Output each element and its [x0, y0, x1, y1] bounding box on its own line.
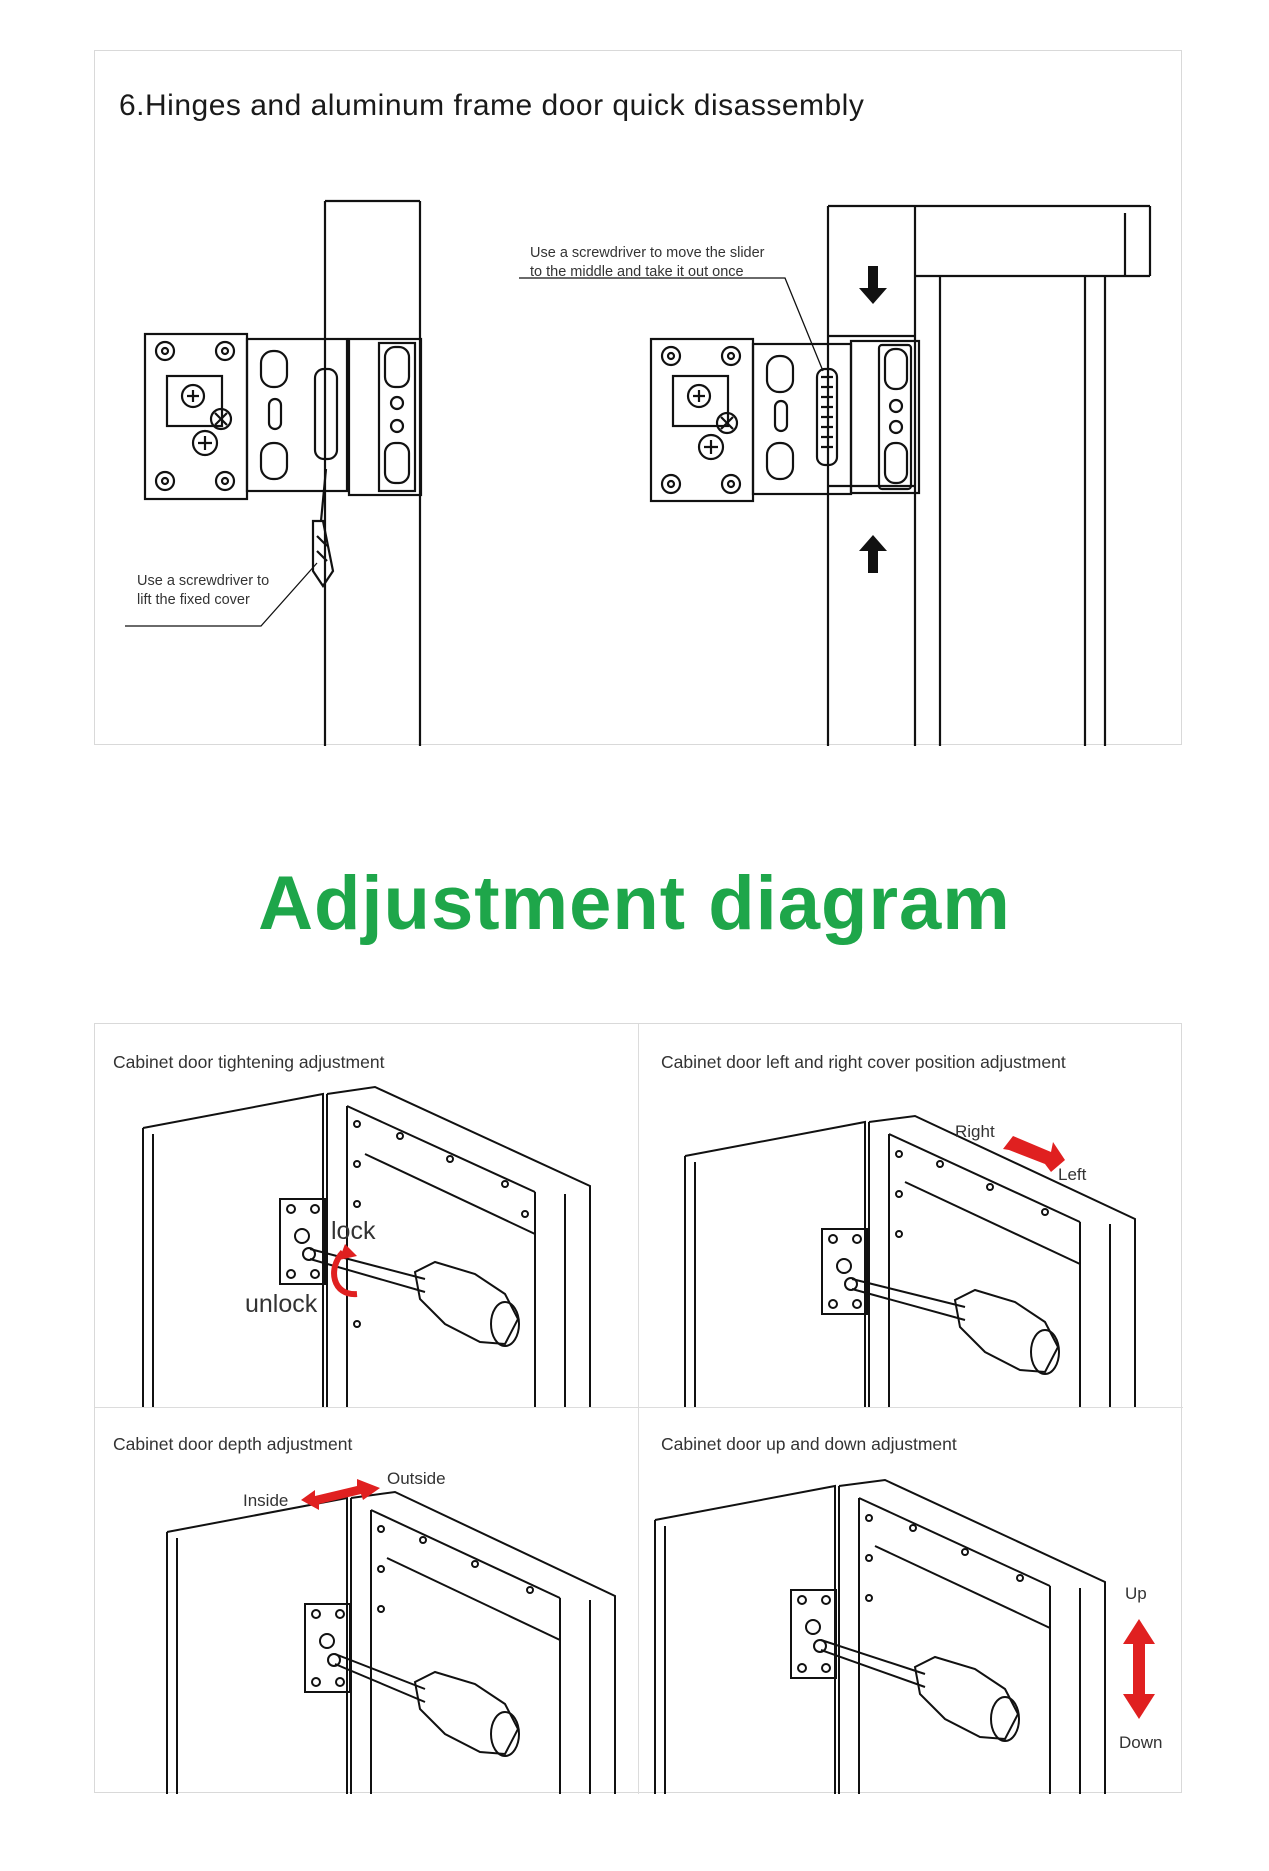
left-callout-line2: lift the fixed cover [137, 592, 250, 608]
grid-divider-horizontal [95, 1407, 1183, 1408]
cell-title-left-right: Cabinet door left and right cover positi… [661, 1052, 1066, 1072]
label-left: Left [1058, 1165, 1087, 1184]
adjustment-grid: Cabinet door tightening adjustment [94, 1023, 1183, 1794]
right-callout-line1: Use a screwdriver to move the slider [530, 245, 765, 261]
cell-title-tightening: Cabinet door tightening adjustment [113, 1052, 385, 1072]
label-up: Up [1125, 1584, 1147, 1603]
left-hinge-illustration [125, 199, 423, 746]
label-lock: lock [331, 1217, 376, 1245]
right-callout-note: Use a screwdriver to move the slider to … [530, 244, 765, 282]
label-right: Right [955, 1122, 995, 1141]
disassembly-panel: 6.Hinges and aluminum frame door quick d… [94, 50, 1182, 746]
left-right-illustration [684, 1114, 1136, 1407]
right-hinge-illustration [519, 204, 1152, 746]
label-outside: Outside [387, 1469, 446, 1488]
left-callout-line1: Use a screwdriver to [137, 573, 270, 589]
right-callout-line2: to the middle and take it out once [530, 264, 744, 280]
tightening-illustration [142, 1085, 591, 1407]
label-unlock: unlock [245, 1290, 318, 1318]
cell-title-depth: Cabinet door depth adjustment [113, 1434, 353, 1454]
adjustment-title: Adjustment diagram [258, 861, 1011, 946]
grid-divider-vertical [638, 1024, 639, 1794]
left-callout-note: Use a screwdriver to lift the fixed cove… [137, 572, 269, 610]
up-down-illustration [654, 1478, 1155, 1794]
label-down: Down [1119, 1733, 1163, 1752]
depth-illustration [166, 1479, 616, 1794]
label-inside: Inside [243, 1491, 289, 1510]
cell-title-up-down: Cabinet door up and down adjustment [661, 1434, 957, 1454]
section-title: 6.Hinges and aluminum frame door quick d… [119, 89, 865, 122]
